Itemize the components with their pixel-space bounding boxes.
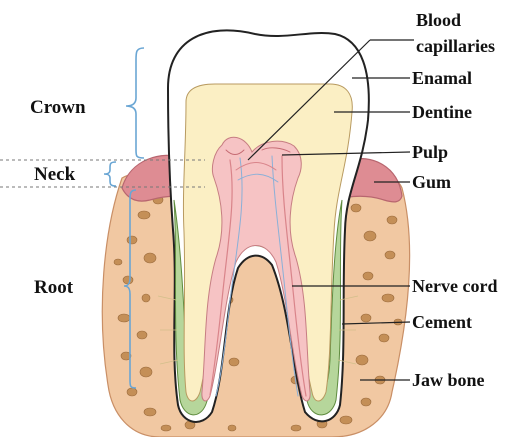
label-enamal: Enamal [412,68,472,88]
neck-bracket [104,162,116,186]
label-gum: Gum [412,172,451,192]
label-nerve-cord: Nerve cord [412,276,497,296]
label-neck: Neck [34,164,76,185]
label-blood: Blood [416,10,461,30]
label-crown: Crown [30,97,86,118]
label-capillaries: capillaries [416,36,495,56]
crown-bracket [126,48,144,158]
label-cement: Cement [412,312,472,332]
label-pulp: Pulp [412,142,448,162]
label-root: Root [34,277,74,298]
label-jaw-bone: Jaw bone [412,370,485,390]
label-dentine: Dentine [412,102,472,122]
